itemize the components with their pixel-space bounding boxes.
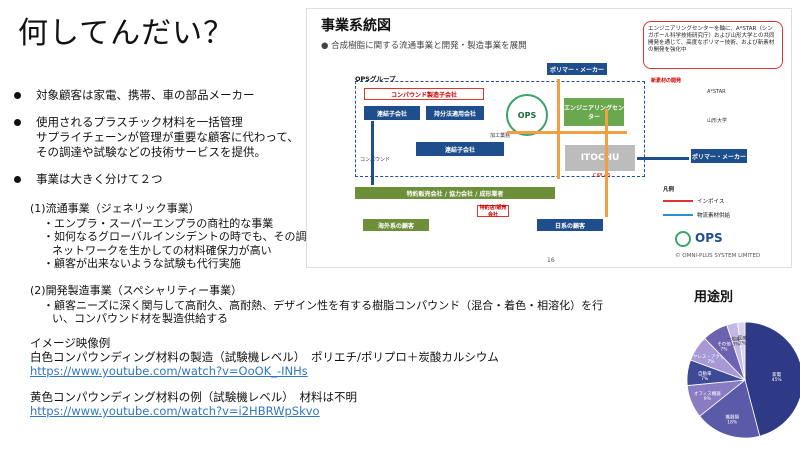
bullet-text: 対象顧客は家電、携帯、車の部品メーカー	[36, 88, 255, 102]
youtube-link-1[interactable]: https://www.youtube.com/watch?v=OoOK_-IN…	[30, 364, 308, 378]
arrow-down-icon	[371, 121, 374, 185]
examples-heading: イメージ映像例	[30, 336, 111, 350]
example-label: 黄色コンパウンディング材料の例（試験機レベル） 材料は不明	[30, 390, 357, 404]
itochu-sub-label: CIPLAS	[593, 173, 611, 179]
legend-title: 凡例	[663, 187, 675, 193]
diagram-callout: エンジニアリングセンターを軸に、A*STAR（シンガポール科学技術研究庁）および…	[643, 21, 783, 69]
section-item: ・顧客が出来ないような試験も代行実施	[43, 257, 241, 270]
bullet-dot-icon	[14, 119, 21, 126]
bullet-text: 事業は大きく分けて２つ	[36, 172, 163, 186]
ops-logo-icon	[675, 231, 691, 247]
section-item: ・顧客ニーズに深く関与して高耐久、高耐熱、デザイン性を有する樹脂コンパウンド（混…	[43, 298, 604, 326]
section-item: ・エンプラ・スーパーエンプラの商社的な事業	[43, 216, 274, 230]
legend-invoice-line-icon	[663, 200, 693, 202]
section-items: ・顧客ニーズに深く関与して高耐久、高耐熱、デザイン性を有する樹脂コンパウンド（混…	[30, 299, 630, 326]
section-items: ・エンプラ・スーパーエンプラの商社的な事業 ・如何なるグローバルインシデントの時…	[30, 217, 320, 271]
bullet-dot-icon	[14, 176, 21, 183]
bullet-text: 使用されるプラスチック材料を一括管理 サプライチェーンが管理が重要な顧客に代わっ…	[36, 115, 299, 159]
engineering-center-box: エンジニアリングセンター	[564, 98, 624, 126]
section-item: ・如何なるグローバルインシデントの時でも、その調達ネットワークを生かしての材料確…	[43, 230, 318, 257]
bottom-bar: 特約販売会社 / 協力会社 / 成形業者	[355, 187, 555, 199]
ops-circle: OPS	[506, 94, 548, 136]
diagram-subtitle: ● 合成樹脂に関する流通事業と開発・製造事業を展開	[321, 41, 527, 51]
yamagata-label: 山形大学	[707, 118, 728, 124]
bullet-item: 事業は大きく分けて２つ	[14, 172, 328, 187]
section-heading: (1)流通事業（ジェネリック事業）	[30, 202, 200, 215]
itochu-label: ITOCHU	[580, 153, 620, 163]
new-material-label: 新素材の開発	[651, 78, 682, 84]
legend-label: インボイス	[697, 199, 725, 205]
example-label: 白色コンパウンディング材料の製造（試験機レベル） ポリエチ/ポリプロ＋炭酸カルシ…	[30, 350, 499, 364]
bullet-list: 対象顧客は家電、携帯、車の部品メーカー 使用されるプラスチック材料を一括管理 サ…	[14, 88, 328, 199]
legend: 凡例 インボイス 物流素材供給	[663, 185, 781, 225]
copyright: © OMNI-PLUS SYSTEM LIMITED	[675, 253, 761, 259]
pie-title: 用途別	[694, 290, 734, 305]
bullet-item: 使用されるプラスチック材料を一括管理 サプライチェーンが管理が重要な顧客に代わっ…	[14, 115, 328, 160]
page-number: 16	[547, 257, 555, 264]
itochu-box: ITOCHU	[565, 145, 635, 171]
legend-label: 物流素材供給	[697, 213, 731, 219]
ops-logo-text: OPS	[695, 231, 723, 245]
compound-company-box: コンパウンド製造子会社	[364, 88, 484, 100]
section-heading: (2)開発製造事業（スペシャリティー事業）	[30, 284, 243, 297]
arrow-down-icon	[557, 79, 560, 179]
diagram-title: 事業系統図	[321, 18, 391, 34]
consolidated-box: 連結子会社	[416, 142, 504, 156]
astar-label: A*STAR	[707, 89, 726, 95]
arrow-right-icon	[507, 131, 627, 134]
compound-label: コンパウンド	[360, 157, 391, 163]
section-development: (2)開発製造事業（スペシャリティー事業） ・顧客ニーズに深く関与して高耐久、高…	[30, 284, 630, 326]
business-system-diagram: 事業系統図 ● 合成樹脂に関する流通事業と開発・製造事業を展開 エンジニアリング…	[306, 8, 792, 268]
legend-supply-line-icon	[663, 214, 693, 216]
ops-group-box: コンパウンド製造子会社 連結子会社 持分法適用会社 OPS エンジニアリングセン…	[355, 81, 645, 177]
bullet-item: 対象顧客は家電、携帯、車の部品メーカー	[14, 88, 328, 103]
arrow-down-icon	[605, 109, 608, 217]
japan-customer-box: 日系の顧客	[537, 219, 603, 231]
polymer-maker-right-box: ポリマー・メーカー	[691, 149, 747, 163]
section-distribution: (1)流通事業（ジェネリック事業） ・エンプラ・スーパーエンプラの商社的な事業 …	[30, 202, 320, 271]
specialty-label: 特約店/販売会社	[477, 205, 509, 218]
subsidiary-box-2: 持分法適用会社	[426, 106, 484, 120]
youtube-link-2[interactable]: https://www.youtube.com/watch?v=i2HBRWpS…	[30, 404, 320, 418]
polymer-maker-top-box: ポリマー・メーカー	[547, 63, 607, 75]
pie-slice	[699, 379, 761, 439]
subsidiary-box-1: 連結子会社	[364, 106, 420, 120]
bullet-dot-icon	[14, 92, 21, 99]
video-examples: イメージ映像例 白色コンパウンディング材料の製造（試験機レベル） ポリエチ/ポリ…	[30, 336, 499, 418]
pie-slice	[744, 321, 800, 437]
arrow-left-icon	[637, 157, 689, 160]
ops-group-label: OPSグループ	[355, 75, 396, 83]
processing-label: 加工業務	[490, 133, 511, 139]
slide-title: 何してんだい？	[18, 16, 235, 51]
pie-slice	[737, 321, 746, 381]
overseas-customer-box: 海外系の顧客	[363, 219, 429, 231]
